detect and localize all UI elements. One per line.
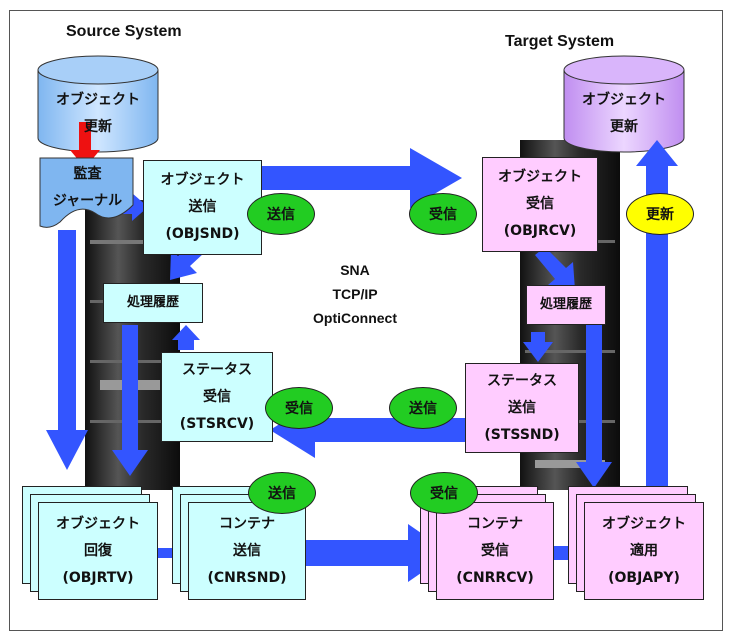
arrow-history-to-objrtv — [112, 325, 148, 476]
objapy-line2: 適用 — [630, 542, 658, 559]
journal-line1: 監査 — [73, 166, 102, 182]
target-history-box: 処理履歴 — [526, 285, 606, 325]
network-tcpip: TCP/IP — [332, 286, 378, 302]
arrow-cnrsnd-to-cnrrcv — [305, 524, 450, 582]
objrcv-box: オブジェクト 受信 (OBJRCV) — [482, 157, 598, 252]
badge-update: 更新 — [626, 193, 694, 235]
arrow-history-to-stssnd — [523, 332, 553, 362]
audit-journal: 監査 ジャーナル — [40, 160, 135, 216]
target-database-icon — [563, 55, 685, 153]
objrtv-line3: (OBJRTV) — [62, 569, 134, 586]
objsnd-line3: (OBJSND) — [165, 226, 240, 242]
arrow-journal-to-objrtv — [46, 230, 88, 470]
network-sna: SNA — [340, 262, 370, 278]
source-database-icon — [37, 55, 159, 153]
badge-send-bottom: 送信 — [248, 472, 316, 514]
objapy-box: オブジェクト 適用 (OBJAPY) — [584, 502, 704, 600]
stssnd-box: ステータス 送信 (STSSND) — [465, 363, 579, 453]
target-db-line1: オブジェクト — [582, 92, 666, 108]
network-opticonnect: OptiConnect — [313, 310, 397, 326]
source-db-line1: オブジェクト — [56, 92, 140, 108]
cnrsnd-line2: 送信 — [233, 542, 261, 559]
source-db-line2: 更新 — [84, 119, 112, 135]
cnrsnd-line3: (CNRSND) — [207, 569, 287, 586]
arrow-history-to-objapy — [576, 325, 612, 488]
diagram-frame — [9, 10, 723, 631]
stsrcv-box: ステータス 受信 (STSRCV) — [161, 352, 273, 442]
objrtv-line1: オブジェクト — [56, 515, 140, 532]
target-database-label: オブジェクト 更新 — [564, 86, 684, 142]
source-history-box: 処理履歴 — [103, 283, 203, 323]
cnrrcv-line2: 受信 — [481, 542, 509, 559]
cnrrcv-box: コンテナ 受信 (CNRRCV) — [436, 502, 554, 600]
stssnd-line3: (STSSND) — [484, 426, 560, 443]
objsnd-line2: 送信 — [188, 199, 217, 215]
journal-line2: ジャーナル — [52, 193, 123, 209]
objapy-line1: オブジェクト — [602, 515, 686, 532]
badge-recv-bottom: 受信 — [410, 472, 478, 514]
objapy-line3: (OBJAPY) — [608, 569, 680, 586]
network-protocols: SNA TCP/IP OptiConnect — [285, 258, 425, 330]
objrcv-line2: 受信 — [526, 196, 554, 212]
target-db-line2: 更新 — [610, 119, 638, 135]
stsrcv-line2: 受信 — [203, 388, 231, 405]
badge-recv-top: 受信 — [409, 193, 477, 235]
arrow-stssnd-to-stsrcv — [270, 402, 465, 458]
badge-send-top: 送信 — [247, 193, 315, 235]
objrcv-line1: オブジェクト — [498, 169, 582, 185]
badge-recv-mid: 受信 — [265, 387, 333, 429]
stssnd-line1: ステータス — [487, 372, 557, 389]
arrow-database-to-journal — [70, 122, 100, 168]
objsnd-box: オブジェクト 送信 (OBJSND) — [143, 160, 262, 255]
stssnd-line2: 送信 — [508, 399, 536, 416]
arrow-stsrcv-to-history — [172, 325, 200, 350]
objsnd-line1: オブジェクト — [160, 172, 245, 188]
objrtv-line2: 回復 — [84, 542, 112, 559]
objrcv-line3: (OBJRCV) — [503, 223, 577, 239]
stsrcv-line3: (STSRCV) — [179, 415, 255, 432]
arrow-objsnd-to-objrcv — [260, 148, 462, 208]
badge-send-mid: 送信 — [389, 387, 457, 429]
stsrcv-line1: ステータス — [182, 361, 252, 378]
objrtv-box: オブジェクト 回復 (OBJRTV) — [38, 502, 158, 600]
cnrrcv-line1: コンテナ — [467, 515, 523, 532]
target-system-title: Target System — [505, 33, 615, 50]
cnrsnd-box: コンテナ 送信 (CNRSND) — [188, 502, 306, 600]
arrow-objrcv-to-history — [535, 247, 575, 290]
cnrsnd-line1: コンテナ — [219, 515, 275, 532]
source-system-title: Source System — [66, 23, 182, 40]
cnrrcv-line3: (CNRRCV) — [456, 569, 534, 586]
source-database-label: オブジェクト 更新 — [38, 86, 158, 142]
